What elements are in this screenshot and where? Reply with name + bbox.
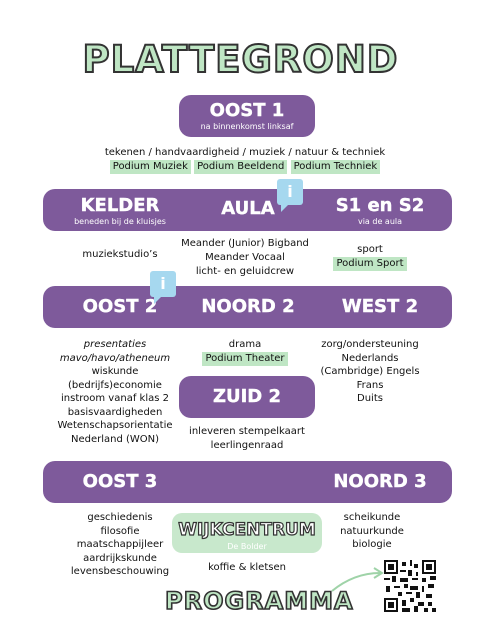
oost2-line: Nederland (WON) — [70, 433, 160, 445]
room-oost1-label: OOST 1 — [209, 100, 285, 121]
oost2-line: (bedrijfs)economie — [68, 379, 162, 391]
tag-podium-beeldend: Podium Beeldend — [194, 160, 288, 174]
programma-link[interactable]: PROGRAMMA — [164, 586, 354, 616]
noord3-line: natuurkunde — [340, 525, 404, 537]
oost3-line: filosofie — [100, 525, 140, 537]
room-aula-label: AULA — [221, 198, 275, 219]
zuid2-text-1: inleveren stempelkaart — [189, 426, 305, 437]
s1s2-tag-wrap: Podium Sport — [320, 257, 420, 271]
room-noord2-label: NOORD 2 — [201, 296, 295, 317]
zuid2-text-2: leerlingenraad — [210, 440, 284, 451]
tag-podium-theater: Podium Theater — [202, 352, 288, 366]
room-s1s2-sub: via de aula — [357, 217, 403, 226]
aula-text-2: Meander Vocaal — [205, 252, 285, 263]
room-kelder-sub: beneden bij de kluisjes — [74, 217, 166, 226]
oost3-line: maatschappijleer — [76, 539, 164, 550]
info-icon: i — [277, 179, 303, 212]
aula-text-3: licht- en geluidcrew — [195, 266, 295, 277]
west2-text: zorg/ondersteuning Nederlands (Cambridge… — [320, 338, 420, 406]
oost1-subjects: tekenen / handvaardigheid / muziek / nat… — [104, 147, 386, 158]
room-zuid2: ZUID 2 — [179, 376, 315, 418]
room-west2-label: WEST 2 — [341, 296, 419, 317]
oost2-line: presentaties — [83, 339, 147, 350]
oost2-line: wiskunde — [91, 366, 139, 377]
room-zuid2-label: ZUID 2 — [212, 386, 282, 407]
oost1-tags: Podium Muziek Podium Beeldend Podium Tec… — [40, 160, 450, 174]
oost3-line: levensbeschouwing — [70, 566, 170, 577]
noord2-text: drama — [228, 339, 262, 350]
oost2-line: basisvaardigheden — [67, 406, 163, 418]
qr-code[interactable] — [384, 560, 436, 612]
room-noord3-label: NOORD 3 — [333, 471, 427, 492]
room-oost1: OOST 1 na binnenkomst linksaf — [179, 95, 315, 137]
noord3-line: biologie — [352, 539, 392, 550]
s1s2-text: sport — [357, 244, 383, 255]
room-oost3-label: OOST 3 — [82, 471, 158, 492]
noord3-line: scheikunde — [343, 512, 401, 523]
room-wijkcentrum-sub: De Bolder — [227, 542, 267, 551]
oost2-line: instroom vanaf klas 2 — [61, 393, 169, 404]
room-wijkcentrum-label: WIJKCENTRUM — [178, 519, 317, 540]
oost3-line: geschiedenis — [87, 512, 153, 523]
room-kelder-label: KELDER — [80, 195, 160, 216]
floor-bar-2: OOST 2 NOORD 2 WEST 2 — [43, 286, 452, 328]
floor-bar-3: OOST 3 NOORD 3 — [43, 461, 452, 503]
west2-line: (Cambridge) Engels — [320, 366, 420, 377]
room-oost2-label: OOST 2 — [82, 296, 158, 317]
tag-podium-techniek: Podium Techniek — [290, 160, 381, 174]
west2-line: Nederlands — [341, 352, 399, 364]
noord3-text: scheikunde natuurkunde biologie — [322, 511, 422, 552]
arrow-icon — [331, 567, 384, 592]
kelder-text: muziekstudio’s — [82, 249, 158, 260]
oost2-text: presentaties mavo/havo/atheneum wiskunde… — [50, 338, 180, 446]
noord2-tag-wrap: Podium Theater — [190, 352, 300, 366]
room-oost1-sub: na binnenkomst linksaf — [200, 122, 294, 131]
tag-podium-sport: Podium Sport — [333, 257, 407, 271]
info-icon: i — [150, 271, 176, 304]
room-s1s2-label: S1 en S2 — [335, 195, 425, 216]
floor-bar-1: KELDER beneden bij de kluisjes AULA S1 e… — [43, 189, 452, 231]
west2-line: Frans — [356, 379, 384, 391]
oost2-line: Wetenschapsorientatie — [57, 420, 173, 431]
aula-text-1: Meander (Junior) Bigband — [181, 238, 309, 249]
page-title: PLATTEGROND — [81, 37, 399, 82]
oost3-text: geschiedenis filosofie maatschappijleer … — [60, 511, 180, 579]
west2-line: zorg/ondersteuning — [321, 339, 419, 350]
oost2-line: mavo/havo/atheneum — [59, 352, 171, 364]
wijkcentrum-text: koffie & kletsen — [208, 562, 286, 573]
room-wijkcentrum: WIJKCENTRUM De Bolder — [172, 513, 322, 553]
west2-line: Duits — [357, 393, 383, 404]
oost3-line: aardrijkskunde — [83, 552, 157, 564]
tag-podium-muziek: Podium Muziek — [109, 160, 191, 174]
